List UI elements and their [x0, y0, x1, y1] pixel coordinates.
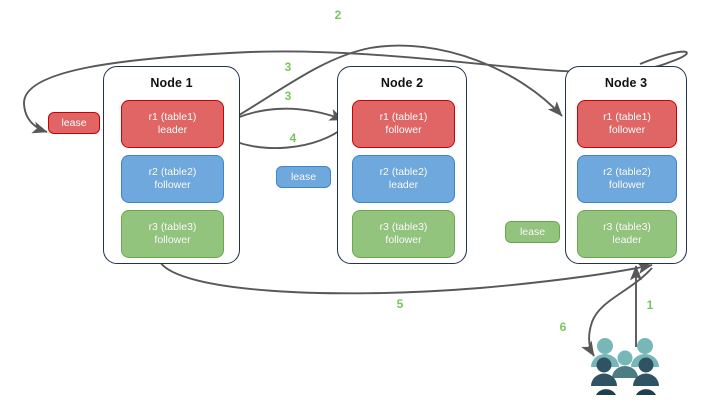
replica-id-label: r2 (table2)	[379, 166, 428, 178]
node-container-node1: Node 1 r1 (table1) leader r2 (table2) fo…	[103, 66, 240, 264]
lease-badge-table2[interactable]: lease	[276, 166, 331, 188]
replica-role-label: follower	[608, 124, 646, 136]
step-number: 3	[284, 89, 292, 103]
step-label-3a: 3	[280, 60, 296, 74]
replica-node2-r3-table3[interactable]: r3 (table3) follower	[352, 210, 455, 258]
arrow-step-2	[23, 50, 688, 134]
users-group-icon	[591, 338, 659, 395]
replica-node1-r1-table1[interactable]: r1 (table1) leader	[121, 100, 224, 148]
replica-role-label: follower	[154, 179, 191, 191]
replica-role-label: follower	[154, 234, 191, 246]
replica-role-label: follower	[608, 179, 646, 191]
replica-node3-r2-table2[interactable]: r2 (table2) follower	[577, 155, 677, 203]
step-number: 1	[646, 298, 654, 312]
replica-id-label: r3 (table3)	[379, 221, 428, 233]
lease-label: lease	[519, 226, 546, 238]
replica-id-label: r2 (table2)	[603, 166, 651, 178]
replica-id-label: r1 (table1)	[379, 111, 428, 123]
replica-node3-r3-table3[interactable]: r3 (table3) leader	[577, 210, 677, 258]
step-number: 2	[334, 8, 342, 22]
node-title: Node 1	[150, 76, 193, 90]
replica-role-label: leader	[612, 234, 642, 246]
step-number: 4	[289, 131, 297, 145]
step-label-1: 1	[642, 298, 658, 312]
node-container-node3: Node 3 r1 (table1) follower r2 (table2) …	[565, 66, 687, 264]
arrow-step-6	[581, 267, 653, 357]
step-number: 6	[559, 320, 567, 334]
replica-node2-r2-table2[interactable]: r2 (table2) leader	[352, 155, 455, 203]
replica-node1-r3-table3[interactable]: r3 (table3) follower	[121, 210, 224, 258]
replica-node3-r1-table1[interactable]: r1 (table1) follower	[577, 100, 677, 148]
replica-id-label: r1 (table1)	[603, 111, 651, 123]
replica-id-label: r3 (table3)	[603, 221, 651, 233]
replica-id-label: r1 (table1)	[148, 111, 197, 123]
step-label-4: 4	[285, 131, 301, 145]
step-label-3b: 3	[280, 89, 296, 103]
replica-role-label: follower	[385, 124, 422, 136]
lease-label: lease	[290, 171, 317, 183]
replica-node2-r1-table1[interactable]: r1 (table1) follower	[352, 100, 455, 148]
node-container-node2: Node 2 r1 (table1) follower r2 (table2) …	[337, 66, 467, 264]
step-number: 5	[396, 297, 404, 311]
replica-id-label: r2 (table2)	[148, 166, 197, 178]
replica-role-label: follower	[385, 234, 422, 246]
node-title: Node 3	[604, 76, 648, 90]
replica-role-label: leader	[388, 179, 419, 191]
lease-badge-table3[interactable]: lease	[505, 221, 560, 243]
replica-id-label: r3 (table3)	[148, 221, 197, 233]
step-number: 3	[284, 60, 292, 74]
step-label-2: 2	[330, 8, 346, 22]
step-label-5: 5	[392, 297, 408, 311]
step-label-6: 6	[555, 320, 571, 334]
arrow-step-5	[159, 261, 653, 295]
replica-role-label: leader	[157, 124, 188, 136]
lease-badge-table1[interactable]: lease	[48, 112, 100, 134]
node-title: Node 2	[380, 76, 424, 90]
lease-label: lease	[61, 117, 87, 129]
arrow-step-3-to-node3	[218, 44, 563, 128]
replica-node1-r2-table2[interactable]: r2 (table2) follower	[121, 155, 224, 203]
